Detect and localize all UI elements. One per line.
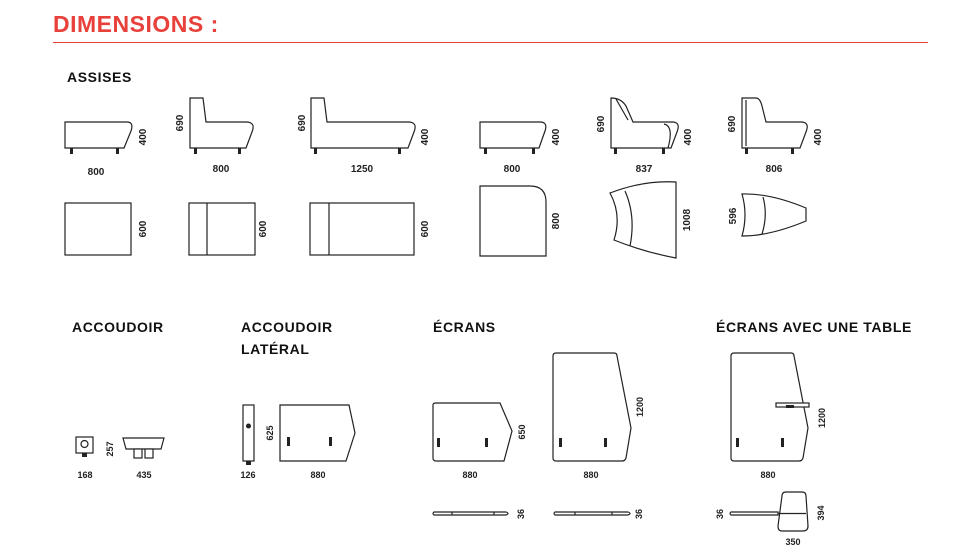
chair-side-view: 690 800 <box>175 97 254 175</box>
corner-width-label: 800 <box>504 164 521 175</box>
screen-high-width-label: 880 <box>583 470 598 480</box>
side-armrest-drawings: 126 625 880 <box>240 404 356 480</box>
heading-ecrans: ÉCRANS <box>433 319 496 335</box>
chair-width-label: 800 <box>213 164 230 175</box>
chair-top-view: 600 <box>188 202 269 256</box>
armrest-width-label: 168 <box>77 470 92 480</box>
heading-accoudoir-lateral-line2: LATÉRAL <box>241 341 310 357</box>
screen-low-height-label: 650 <box>517 424 527 439</box>
pouf-top-view: 600 <box>64 202 149 256</box>
corner-top-view: 800 <box>479 185 562 257</box>
curved-small-side-view: 690 806 400 <box>727 97 824 175</box>
screen-low-width-label: 880 <box>462 470 477 480</box>
chaise-height-label: 400 <box>420 128 431 145</box>
curved-large-back-height-label: 690 <box>596 115 607 132</box>
heading-accoudoir: ACCOUDOIR <box>72 319 164 335</box>
screen-high-height-label: 1200 <box>635 397 645 417</box>
curved-small-height-label: 400 <box>813 128 824 145</box>
curved-large-height-label: 400 <box>683 128 694 145</box>
chaise-longue-top-view: 600 <box>309 202 431 256</box>
corner-height-label: 400 <box>551 128 562 145</box>
side-armrest-depth-label: 126 <box>240 470 255 480</box>
chair-depth-label: 600 <box>258 220 269 237</box>
screen-table-width-label: 880 <box>760 470 775 480</box>
curved-small-width-label: 806 <box>766 164 783 175</box>
side-armrest-height-label: 625 <box>265 425 275 440</box>
curved-large-width-label: 837 <box>636 164 653 175</box>
corner-side-view: 800 400 <box>479 121 562 175</box>
screen-high-drawings: 880 1200 36 <box>552 352 645 519</box>
chaise-back-height-label: 690 <box>297 114 308 131</box>
screen-low-drawings: 880 650 36 <box>432 402 527 519</box>
heading-accoudoir-lateral: ACCOUDOIR LATÉRAL <box>241 316 333 360</box>
armrest-drawings: 168 257 435 <box>75 436 165 480</box>
screen-table-thickness-label: 36 <box>715 509 725 519</box>
chaise-longue-side-view: 690 1250 400 <box>297 97 431 175</box>
chaise-depth-label: 600 <box>420 220 431 237</box>
title-divider <box>53 42 928 43</box>
side-armrest-width-label: 880 <box>310 470 325 480</box>
armrest-height-label: 257 <box>105 441 115 456</box>
curved-large-depth-label: 1008 <box>682 208 693 231</box>
curved-large-top-view: 1008 <box>609 181 693 259</box>
pouf-width-label: 800 <box>88 167 105 178</box>
armrest-length-label: 435 <box>136 470 151 480</box>
heading-accoudoir-lateral-line1: ACCOUDOIR <box>241 319 333 335</box>
screen-table-height-label: 1200 <box>817 408 827 428</box>
chair-back-height-label: 690 <box>175 114 186 131</box>
screen-low-thickness-label: 36 <box>516 509 526 519</box>
pouf-height-label: 400 <box>138 128 149 145</box>
curved-small-back-height-label: 690 <box>727 115 738 132</box>
heading-ecrans-table: ÉCRANS AVEC UNE TABLE <box>716 319 912 335</box>
screen-table-table-depth-label: 394 <box>816 505 826 520</box>
heading-assises: ASSISES <box>67 69 132 85</box>
screen-high-thickness-label: 36 <box>634 509 644 519</box>
screen-table-drawings: 880 1200 36 350 394 <box>715 352 827 547</box>
page-title: DIMENSIONS : <box>53 11 219 37</box>
chaise-width-label: 1250 <box>351 164 374 175</box>
pouf-side-view: 800 400 <box>64 121 149 178</box>
curved-small-depth-label: 596 <box>728 207 739 224</box>
pouf-depth-label: 600 <box>138 220 149 237</box>
screen-table-table-width-label: 350 <box>785 537 800 547</box>
curved-small-top-view: 596 <box>728 193 807 237</box>
corner-depth-label: 800 <box>551 212 562 229</box>
curved-large-side-view: 690 837 400 <box>596 97 694 175</box>
